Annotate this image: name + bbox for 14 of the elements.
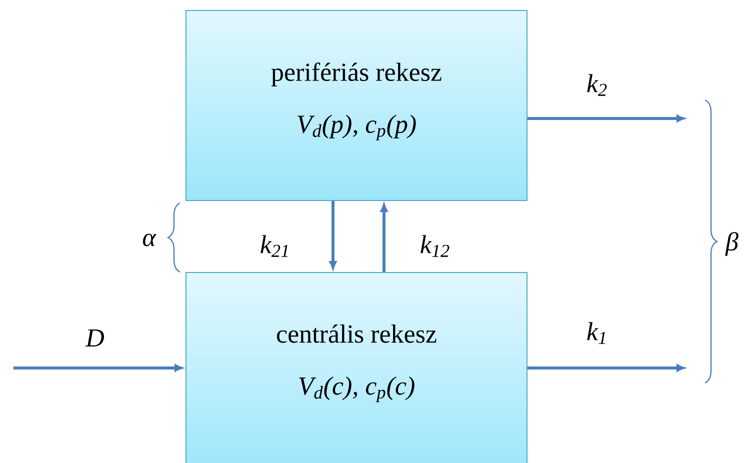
compartment-box: centrális rekesz V$_{d}$(c), c$_{p}$(c)	[186, 272, 528, 463]
edge-label: k$_{2}$	[587, 74, 607, 96]
arrow	[380, 204, 388, 272]
edge-label: k$_{1}$	[587, 322, 606, 344]
edge-label: k$_{12}$	[420, 235, 450, 257]
bracket-label: α	[142, 234, 156, 246]
edge-label: k$_{21}$	[260, 235, 288, 257]
arrow	[528, 364, 684, 372]
edge-label: D	[85, 329, 104, 347]
arrow	[14, 364, 182, 372]
arrow	[329, 201, 337, 269]
arrow	[528, 114, 684, 122]
compartment-box: perifériás rekesz V$_{d}$(p), c$_{p}$(p)	[186, 10, 528, 201]
bracket-label: β	[725, 232, 738, 256]
